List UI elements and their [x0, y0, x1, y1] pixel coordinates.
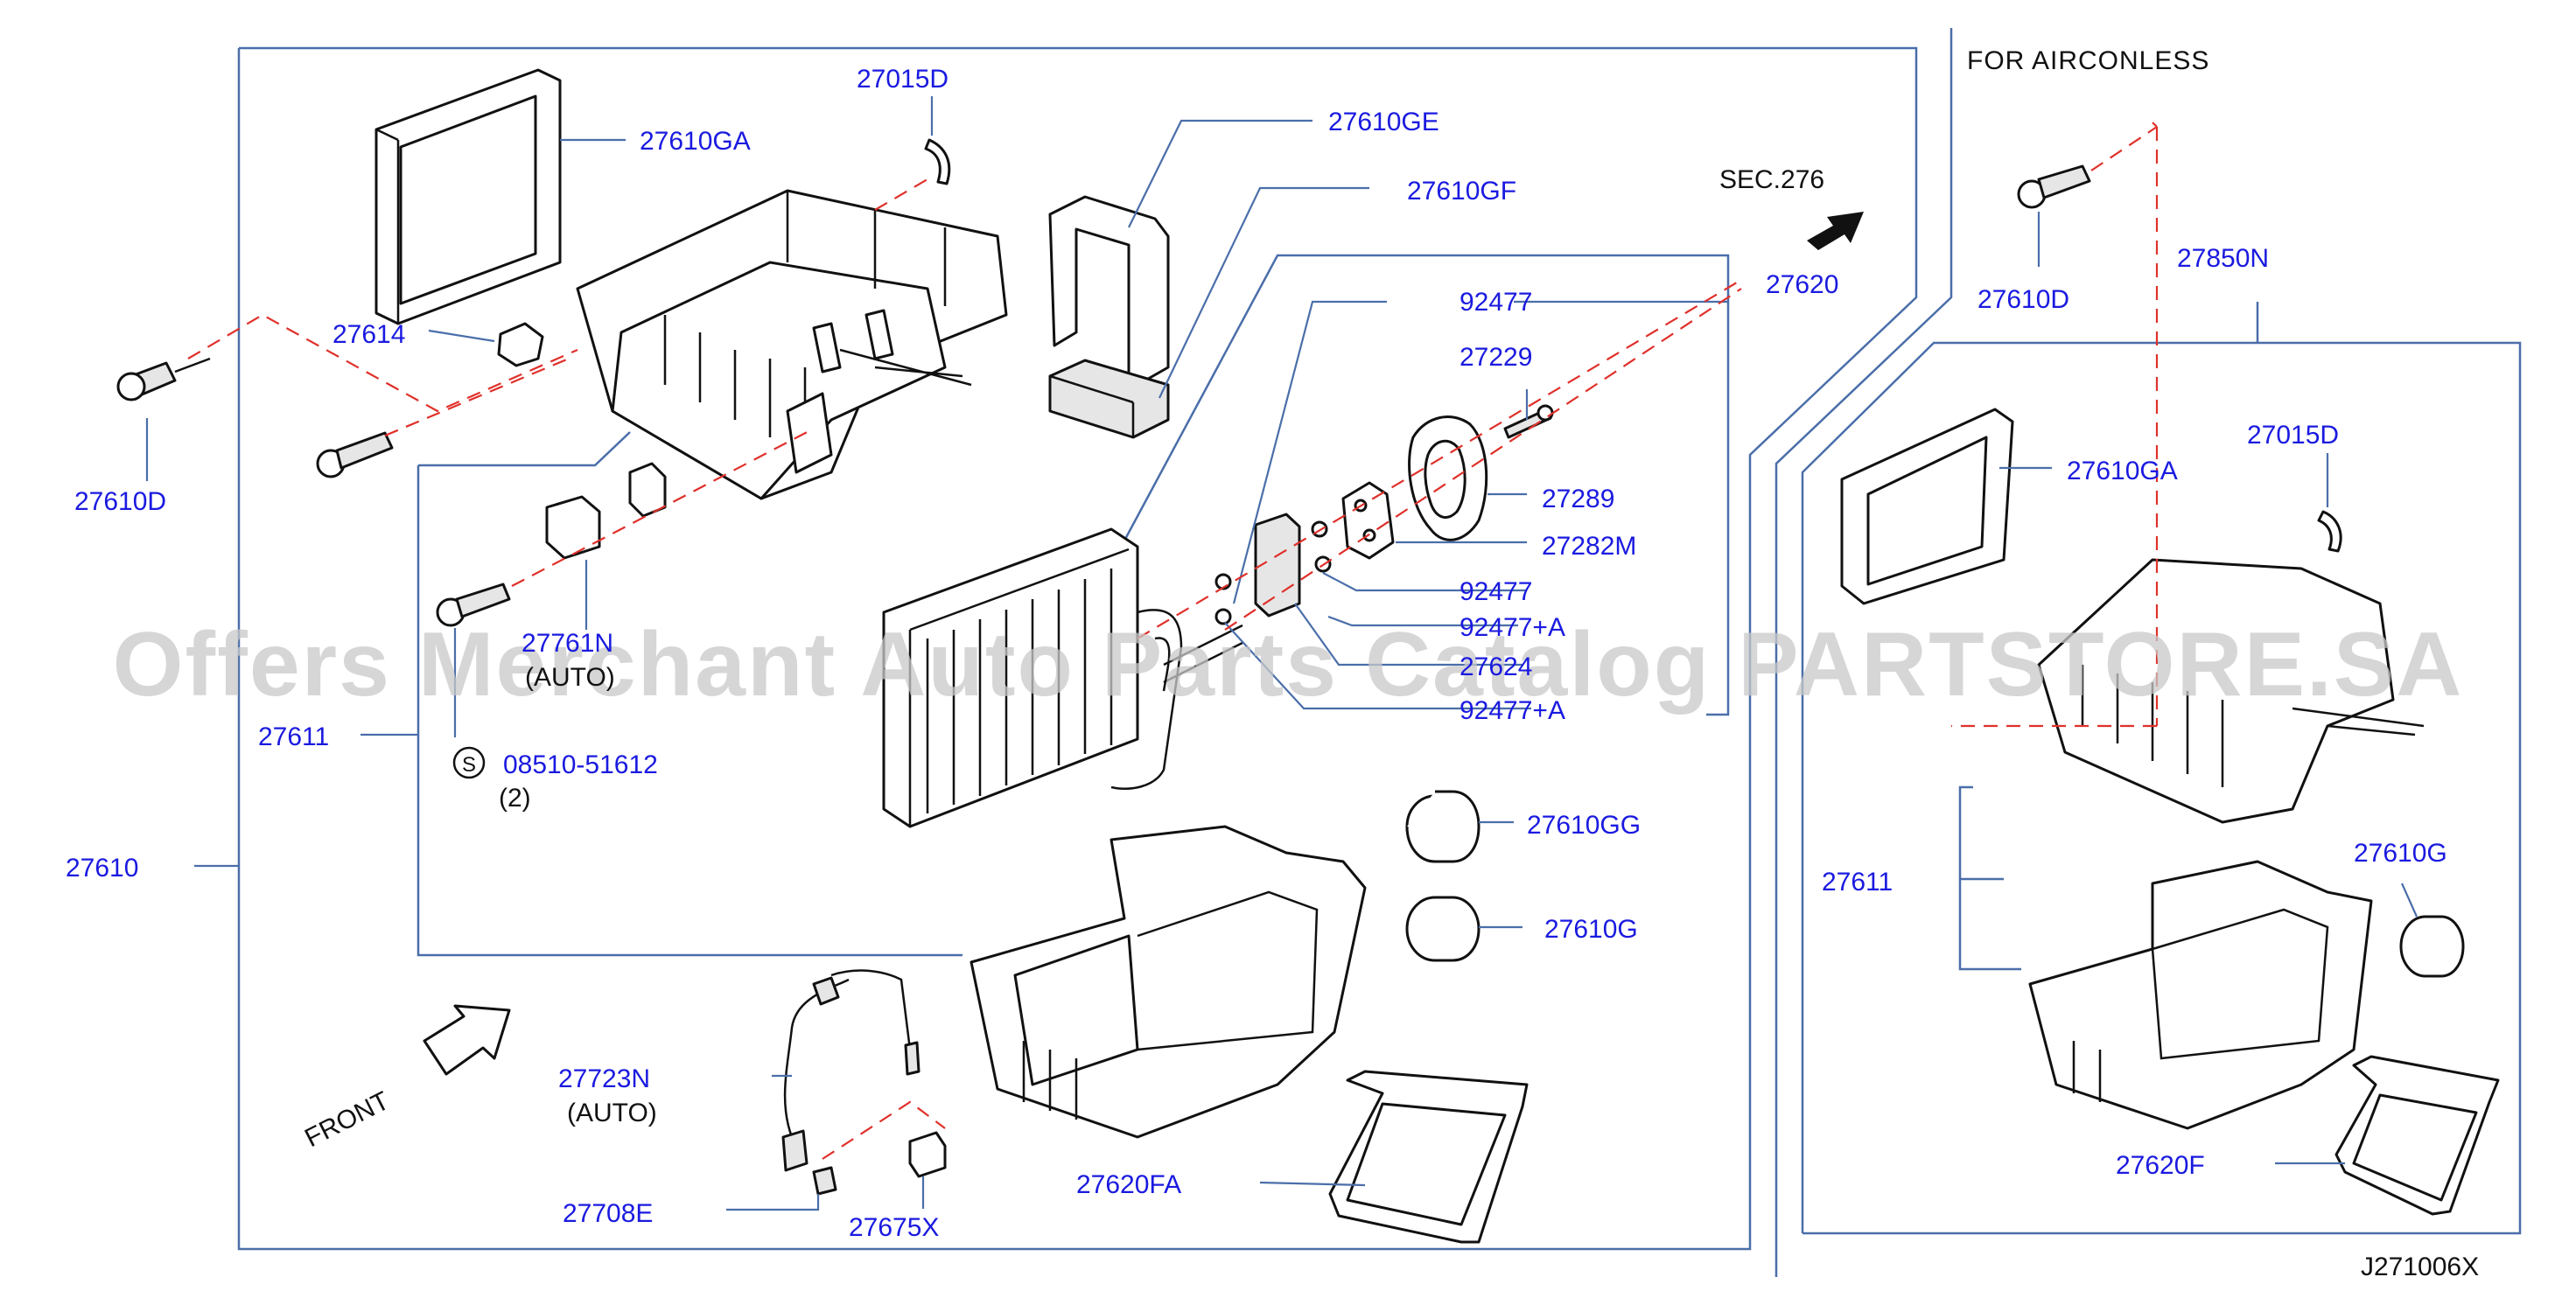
label-27614: 27614 [332, 320, 405, 349]
label-27624: 27624 [1460, 652, 1532, 681]
screw-27610D-left-drawing [116, 357, 211, 401]
label-27610: 27610 [66, 854, 138, 883]
label-27610G: 27610G [1544, 915, 1638, 944]
main-labels: 27015D 27610GA 27610GE 27610GF SEC.276 2… [66, 65, 1838, 1242]
label-08510-51612: 08510-51612 [503, 750, 658, 779]
ac-label-27620F: 27620F [2116, 1151, 2205, 1180]
lower-case-27611-drawing [970, 825, 1367, 1139]
label-27289: 27289 [1542, 485, 1614, 513]
label-27675X: 27675X [849, 1213, 939, 1242]
label-27620: 27620 [1766, 270, 1838, 299]
label-27015D: 27015D [857, 65, 948, 94]
label-27708E: 27708E [563, 1199, 653, 1228]
unit-case-drawing [576, 189, 1008, 500]
watermark: Offers Merchant Auto Parts Catalog PARTS… [113, 614, 2464, 715]
ac-damper-27610G-drawing [2399, 915, 2465, 978]
screw-symbol-icon [452, 746, 486, 779]
screw-lower-drawing [316, 431, 394, 478]
ac-label-27610GA: 27610GA [2067, 457, 2178, 485]
screw-symbol-label: S [462, 753, 476, 777]
ac-label-27610D: 27610D [1978, 285, 2069, 314]
ac-label-27015D: 27015D [2247, 421, 2339, 450]
label-27761N: 27761N [522, 629, 613, 658]
gasket-27610GE-drawing [1048, 195, 1170, 387]
filter-frame-27620FA-drawing [1328, 1070, 1529, 1244]
clip-27015D-drawing [924, 138, 951, 185]
airconless-labels: FOR AIRCONLESS 27610D 27850N 27610GA 270… [1822, 46, 2479, 1281]
ac-clip-27015D-drawing [2317, 510, 2342, 553]
harness-27723N-drawing [781, 969, 920, 1196]
label-27610GA: 27610GA [640, 127, 751, 156]
label-27610GF: 27610GF [1407, 177, 1516, 206]
damper-27610G-drawing [1405, 896, 1480, 962]
main-assembly-frame [237, 46, 1918, 1251]
gasket-27282M-drawing [1341, 481, 1395, 560]
drawing-code: J271006X [2361, 1253, 2479, 1281]
filter-frame-27610GA-drawing [374, 68, 562, 325]
label-27610D: 27610D [74, 487, 166, 516]
ac-label-27850N: 27850N [2177, 244, 2269, 273]
ac-lower-case-27611-drawing [2028, 860, 2373, 1130]
label-27611: 27611 [258, 722, 329, 751]
ac-unit-case-drawing [2037, 558, 2425, 824]
ac-label-27611: 27611 [1822, 868, 1893, 897]
label-92477-top: 92477 [1460, 288, 1532, 317]
sec-ref-arrow-icon [1807, 212, 1864, 250]
bolt-27229-drawing [1503, 404, 1554, 439]
label-27610GG: 27610GG [1527, 811, 1641, 840]
sec-ref-label: SEC.276 [1719, 165, 1824, 194]
expansion-valve-27624-drawing [1214, 513, 1332, 625]
front-arrow-icon [423, 1004, 511, 1076]
airconless-frame [1774, 28, 2522, 1277]
label-08510-qty: (2) [499, 784, 531, 813]
label-92477A-2: 92477+A [1460, 696, 1565, 725]
label-27723N: 27723N [558, 1064, 650, 1093]
connector-27675X-drawing [908, 1131, 947, 1178]
label-27282M: 27282M [1542, 532, 1636, 561]
ac-filter-frame-27620F-drawing [2334, 1055, 2500, 1216]
label-27620FA: 27620FA [1076, 1170, 1181, 1199]
screw-08510-drawing [436, 583, 511, 627]
bracket-27614-drawing [497, 322, 544, 367]
label-92477-mid: 92477 [1460, 577, 1532, 606]
grommet-27289-drawing [1408, 415, 1488, 541]
ac-screw-27610D-drawing [2017, 164, 2091, 209]
ac-label-27610G: 27610G [2354, 839, 2447, 868]
airconless-title: FOR AIRCONLESS [1967, 46, 2209, 75]
sensor-27761N-drawing [545, 462, 667, 560]
front-label: FRONT [300, 1086, 394, 1153]
label-27723N-note: (AUTO) [567, 1099, 657, 1127]
label-27610GE: 27610GE [1328, 108, 1439, 136]
ac-filter-frame-27610GA-drawing [1840, 408, 2014, 605]
label-92477A-1: 92477+A [1460, 613, 1565, 642]
damper-27610GG-drawing [1405, 790, 1480, 863]
label-27229: 27229 [1460, 343, 1532, 372]
seal-block-27610GF-drawing [1048, 359, 1170, 439]
assembly-dash-lines [187, 122, 2159, 1160]
label-27761N-note: (AUTO) [525, 663, 615, 692]
leader-lines [145, 96, 2418, 1211]
evaporator-27620-drawing [882, 527, 1243, 828]
